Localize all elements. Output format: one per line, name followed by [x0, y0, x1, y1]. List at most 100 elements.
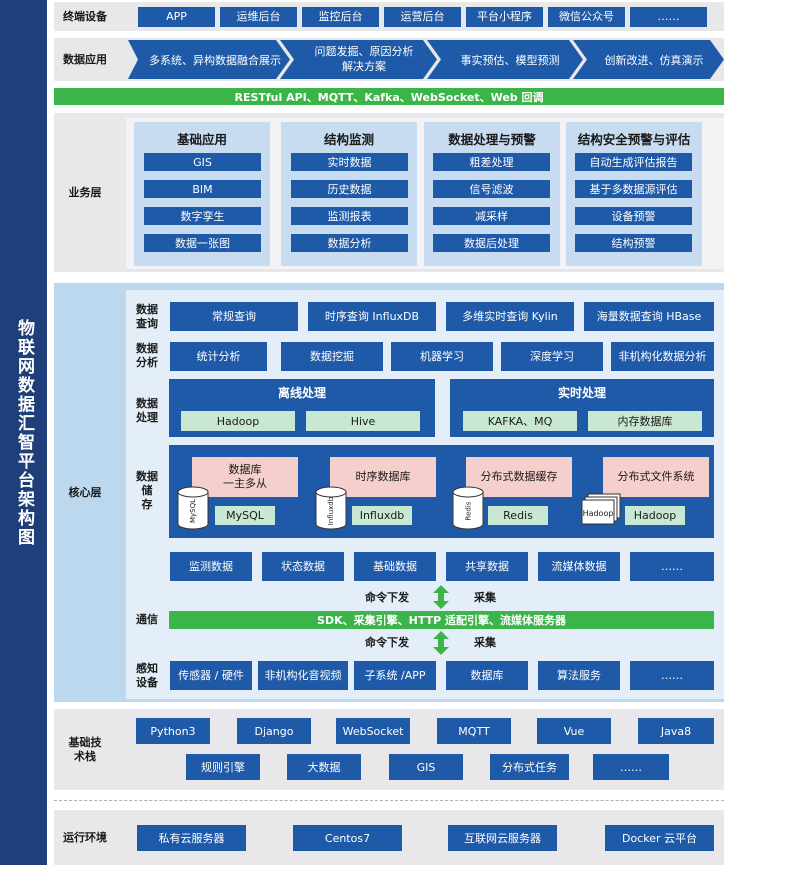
safety-auto-report[interactable]: 自动生成评估报告	[575, 153, 692, 171]
analysis-stat[interactable]: 统计分析	[170, 342, 267, 371]
basic-digital-twin[interactable]: 数字孪生	[144, 207, 261, 225]
influxdb-cylinder-icon	[314, 485, 348, 531]
storage-redis-db[interactable]: Redis	[488, 506, 548, 525]
tech-websocket[interactable]: WebSocket	[336, 718, 410, 744]
basic-gis[interactable]: GIS	[144, 153, 261, 171]
data-app-item-predict: 事实预估、模型预测	[460, 53, 560, 67]
query-normal[interactable]: 常规查询	[170, 302, 298, 331]
query-influxdb[interactable]: 时序查询 InfluxDB	[308, 302, 436, 331]
sense-algorithm[interactable]: 算法服务	[538, 661, 620, 690]
query-label: 数据 查询	[136, 303, 158, 330]
analysis-unstructured[interactable]: 非机构化数据分析	[611, 342, 714, 371]
data-app-item-analysis: 问题发掘、原因分析 解决方案	[314, 45, 414, 73]
monitor-realtime[interactable]: 实时数据	[291, 153, 408, 171]
tech-java[interactable]: Java8	[638, 718, 714, 744]
redis-icon-text: Redis	[464, 501, 472, 521]
env-docker[interactable]: Docker 云平台	[605, 825, 714, 851]
tech-vue[interactable]: Vue	[537, 718, 611, 744]
terminal-monitor[interactable]: 监控后台	[302, 7, 379, 27]
panel-structure-monitor-title: 结构监测	[323, 132, 374, 147]
cmd-down-text-1: 命令下发	[365, 591, 409, 604]
sense-database[interactable]: 数据库	[446, 661, 528, 690]
analysis-ml[interactable]: 机器学习	[391, 342, 493, 371]
tech-python[interactable]: Python3	[136, 718, 210, 744]
collect-text-1: 采集	[474, 591, 496, 604]
storage-hdfs-db[interactable]: Hadoop	[625, 506, 685, 525]
tech-gis[interactable]: GIS	[389, 754, 463, 780]
tech-distributed-task[interactable]: 分布式任务	[490, 754, 569, 780]
env-label: 运行环境	[63, 830, 107, 844]
terminal-wechat[interactable]: 微信公众号	[548, 7, 625, 27]
data-streaming[interactable]: 流媒体数据	[538, 552, 620, 581]
storage-redis-title: 分布式数据缓存	[466, 457, 572, 497]
safety-structure-warning[interactable]: 结构预警	[575, 234, 692, 252]
safety-device-warning[interactable]: 设备预警	[575, 207, 692, 225]
business-label: 业务层	[68, 185, 102, 199]
sense-label: 感知 设备	[136, 662, 158, 689]
analysis-mining[interactable]: 数据挖掘	[281, 342, 383, 371]
query-hbase[interactable]: 海量数据查询 HBase	[584, 302, 714, 331]
hadoop-icon-text: Hadoop	[582, 508, 614, 518]
monitor-report[interactable]: 监测报表	[291, 207, 408, 225]
comm-label: 通信	[136, 613, 158, 627]
monitor-analysis[interactable]: 数据分析	[291, 234, 408, 252]
realtime-title: 实时处理	[557, 386, 606, 400]
env-centos[interactable]: Centos7	[293, 825, 402, 851]
query-kylin[interactable]: 多维实时查询 Kylin	[446, 302, 574, 331]
data-monitor[interactable]: 监测数据	[170, 552, 252, 581]
side-title: 物联网数据汇智平台架构图	[0, 0, 47, 865]
proc-gross-error[interactable]: 粗差处理	[433, 153, 550, 171]
double-arrow-icon	[431, 585, 451, 609]
tech-rule-engine[interactable]: 规则引擎	[186, 754, 260, 780]
double-arrow-icon	[431, 631, 451, 655]
realtime-memdb[interactable]: 内存数据库	[588, 411, 702, 431]
env-internet-cloud[interactable]: 互联网云服务器	[448, 825, 557, 851]
processing-label: 数据 处理	[136, 397, 158, 424]
tech-django[interactable]: Django	[237, 718, 311, 744]
proc-downsample[interactable]: 减采样	[433, 207, 550, 225]
safety-multi-source[interactable]: 基于多数据源评估	[575, 180, 692, 198]
terminal-miniprogram[interactable]: 平台小程序	[466, 7, 543, 27]
terminal-operation[interactable]: 运营后台	[384, 7, 461, 27]
terminal-label: 终端设备	[63, 9, 107, 23]
data-basic[interactable]: 基础数据	[354, 552, 436, 581]
mysql-icon-text: MySQL	[188, 498, 197, 524]
realtime-kafka[interactable]: KAFKA、MQ	[463, 411, 577, 431]
data-app-item-innovate: 创新改进、仿真演示	[604, 53, 704, 67]
terminal-app[interactable]: APP	[138, 7, 215, 27]
terminal-more[interactable]: ……	[630, 7, 707, 27]
basic-bim[interactable]: BIM	[144, 180, 261, 198]
tech-more[interactable]: ……	[593, 754, 669, 780]
divider	[54, 800, 724, 801]
storage-mysql-db[interactable]: MySQL	[215, 506, 275, 525]
storage-influx-db[interactable]: Influxdb	[352, 506, 412, 525]
offline-hadoop[interactable]: Hadoop	[181, 411, 295, 431]
terminal-ops[interactable]: 运维后台	[220, 7, 297, 27]
data-status[interactable]: 状态数据	[262, 552, 344, 581]
tech-label: 基础技 术栈	[68, 735, 102, 763]
data-shared[interactable]: 共享数据	[446, 552, 528, 581]
sense-more[interactable]: ……	[630, 661, 714, 690]
basic-data-map[interactable]: 数据一张图	[144, 234, 261, 252]
analysis-dl[interactable]: 深度学习	[501, 342, 603, 371]
offline-hive[interactable]: Hive	[306, 411, 420, 431]
comm-bar: SDK、采集引擎、HTTP 适配引擎、流媒体服务器	[169, 611, 714, 629]
data-app-item-fusion: 多系统、异构数据融合展示	[149, 53, 281, 67]
core-label: 核心层	[68, 485, 102, 499]
tech-mqtt[interactable]: MQTT	[437, 718, 511, 744]
sense-av[interactable]: 非机构化音视频	[258, 661, 348, 690]
storage-label: 数据 储 存	[136, 470, 158, 511]
redis-cylinder-icon	[451, 485, 485, 531]
influxdb-icon-text: Influxdb	[326, 496, 335, 526]
storage-influx-title: 时序数据库	[330, 457, 436, 497]
tech-bigdata[interactable]: 大数据	[287, 754, 361, 780]
monitor-history[interactable]: 历史数据	[291, 180, 408, 198]
proc-filter[interactable]: 信号滤波	[433, 180, 550, 198]
proc-post[interactable]: 数据后处理	[433, 234, 550, 252]
panel-safety-assessment-title: 结构安全预警与评估	[577, 132, 691, 147]
sense-subsystem[interactable]: 子系统 /APP	[354, 661, 436, 690]
api-bar: RESTful API、MQTT、Kafka、WebSocket、Web 回调	[54, 88, 724, 105]
env-private-cloud[interactable]: 私有云服务器	[137, 825, 246, 851]
data-more[interactable]: ……	[630, 552, 714, 581]
sense-sensor[interactable]: 传感器 / 硬件	[170, 661, 252, 690]
